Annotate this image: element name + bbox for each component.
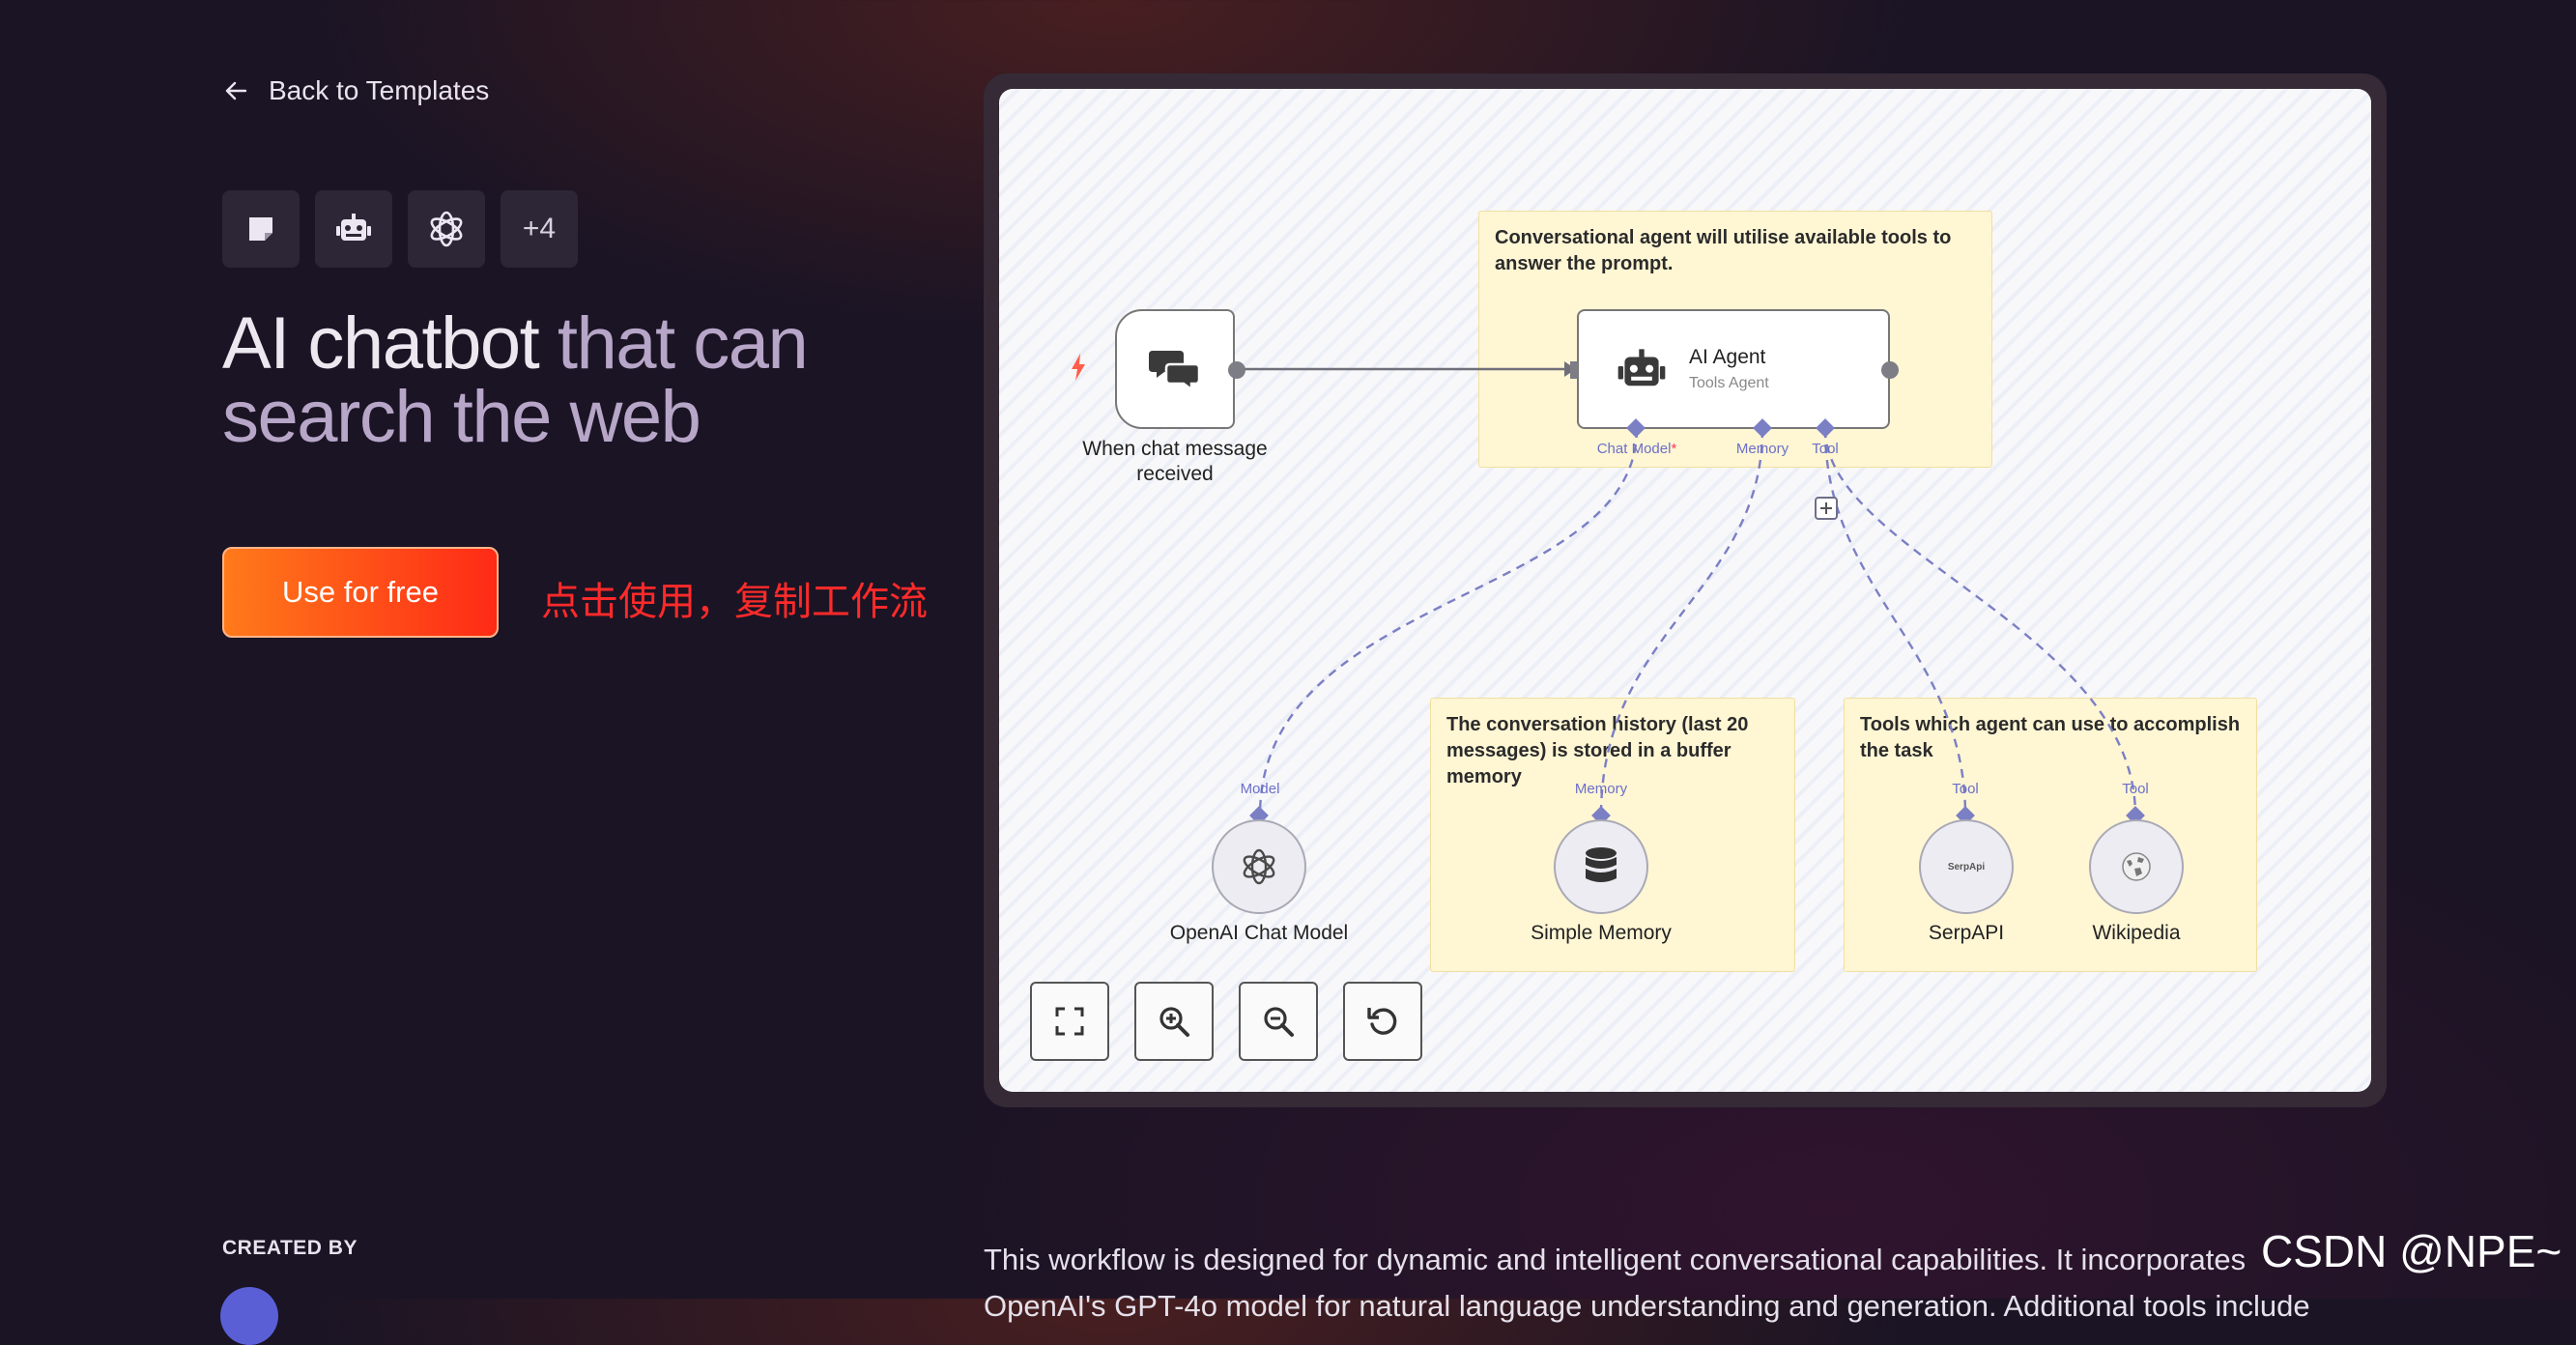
agent-input-handle[interactable] — [1570, 361, 1578, 379]
serpapi-input-label: Tool — [1952, 781, 1979, 797]
title-part-1: AI chatbot — [222, 302, 540, 385]
sticky-note-icon — [249, 217, 272, 241]
robot-icon — [336, 214, 371, 241]
title-part-2: that can — [538, 302, 809, 385]
chat-model-connection — [1258, 428, 1639, 816]
trigger-label-line1: When chat message — [1082, 438, 1268, 460]
trigger-output-handle[interactable] — [1228, 361, 1245, 379]
workflow-description: This workflow is designed for dynamic an… — [984, 1243, 2310, 1323]
openai-icon — [1243, 848, 1275, 885]
agent-note-text: Conversational agent will utilise availa… — [1495, 227, 1952, 274]
add-tool-button[interactable] — [1815, 497, 1838, 520]
watermark: CSDN @NPE~ — [2261, 1226, 2562, 1276]
robot-icon — [1617, 349, 1666, 386]
openai-badge — [408, 190, 485, 268]
agent-badge — [315, 190, 392, 268]
lightning-bolt-icon — [1072, 354, 1085, 381]
trigger-label-line2: received — [1136, 463, 1214, 485]
serpapi-node-label: SerpAPI — [1928, 922, 2005, 944]
memory-note-text: The conversation history (last 20 messag… — [1446, 714, 1749, 787]
wikipedia-globe-icon — [2122, 852, 2151, 881]
workflow-connections — [1237, 361, 2137, 816]
zoom-in-button[interactable] — [1134, 982, 1214, 1061]
model-input-label: Model — [1240, 781, 1280, 797]
ai-agent-node[interactable]: AI Agent Tools Agent — [1577, 309, 1890, 429]
fit-to-view-button[interactable] — [1030, 982, 1109, 1061]
undo-icon — [1367, 1008, 1397, 1035]
back-to-templates-link[interactable]: Back to Templates — [222, 75, 489, 106]
more-integrations-badge: +4 — [501, 190, 578, 268]
memory-input-label: Memory — [1574, 781, 1628, 797]
arrow-left-icon — [225, 81, 247, 100]
zoom-out-icon — [1264, 1007, 1294, 1037]
wikipedia-connection — [1823, 428, 2137, 816]
serpapi-logo: SerpApi — [1947, 861, 1986, 873]
annotation-text: 点击使用，复制工作流 — [541, 581, 928, 623]
simple-memory-node[interactable] — [1554, 819, 1648, 914]
wikipedia-node[interactable] — [2089, 819, 2184, 914]
serpapi-node[interactable]: SerpApi — [1919, 819, 2014, 914]
database-icon — [1586, 847, 1617, 882]
creator-avatar[interactable] — [220, 1287, 278, 1345]
memory-connection — [1599, 428, 1764, 816]
openai-node-label: OpenAI Chat Model — [1169, 922, 1349, 944]
workflow-canvas[interactable]: Conversational agent will utilise availa… — [999, 89, 2371, 1092]
trigger-node-label: When chat message received — [1057, 437, 1293, 487]
openai-chat-model-node[interactable] — [1212, 819, 1306, 914]
sticky-note-badge — [222, 190, 300, 268]
memory-port-label: Memory — [1735, 441, 1789, 457]
chat-bubbles-icon — [1149, 351, 1201, 391]
chat-trigger-node[interactable] — [1115, 309, 1235, 429]
agent-sticky-note[interactable]: Conversational agent will utilise availa… — [1478, 211, 1992, 468]
reset-zoom-button[interactable] — [1343, 982, 1422, 1061]
tools-sticky-note[interactable]: Tools which agent can use to accomplish … — [1844, 698, 2257, 972]
use-for-free-button[interactable]: Use for free — [222, 547, 499, 638]
zoom-in-icon — [1159, 1007, 1189, 1037]
openai-icon — [430, 211, 463, 247]
created-by-heading: CREATED BY — [222, 1237, 358, 1259]
title-part-3: search the web — [222, 376, 701, 458]
required-asterisk: * — [1671, 441, 1677, 457]
wikipedia-node-label: Wikipedia — [2092, 922, 2181, 944]
chat-model-port-label: Chat Model* — [1569, 441, 1704, 457]
page-title: AI chatbot that can search the web — [222, 307, 957, 454]
chat-model-port-text: Chat Model — [1596, 441, 1672, 457]
serpapi-connection — [1823, 428, 1967, 816]
tool-port-label: Tool — [1812, 441, 1839, 457]
zoom-out-button[interactable] — [1239, 982, 1318, 1061]
back-link-label: Back to Templates — [269, 75, 490, 105]
fullscreen-icon — [1055, 1007, 1084, 1036]
memory-node-label: Simple Memory — [1531, 922, 1672, 944]
wikipedia-input-label: Tool — [2122, 781, 2149, 797]
agent-subtitle: Tools Agent — [1689, 375, 1769, 391]
agent-title: AI Agent — [1689, 346, 1766, 368]
more-count: +4 — [522, 213, 557, 244]
tools-note-text: Tools which agent can use to accomplish … — [1860, 714, 2241, 761]
agent-output-handle[interactable] — [1881, 361, 1899, 379]
plus-icon — [1820, 502, 1832, 514]
